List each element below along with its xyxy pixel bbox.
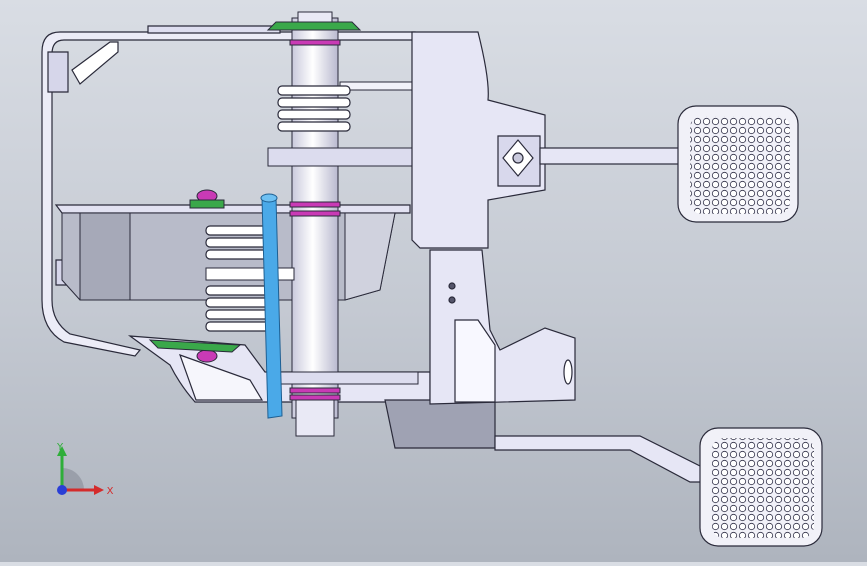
clutch-pedal-arm xyxy=(539,147,681,165)
bolts xyxy=(148,189,242,363)
brake-pedal-arm xyxy=(494,435,709,483)
clutch-pedal-pad xyxy=(677,105,799,223)
x-arrow-icon xyxy=(94,485,104,495)
pivot-plate xyxy=(411,31,576,405)
brake-pedal-pad xyxy=(699,427,823,547)
spring-upper xyxy=(277,85,351,132)
y-axis-label: Y xyxy=(56,442,64,453)
triad-plane xyxy=(62,468,84,490)
coordinate-triad: Y X xyxy=(56,442,114,497)
y-arrow-icon xyxy=(57,446,67,456)
x-axis-label: X xyxy=(107,486,114,497)
z-axis-icon xyxy=(57,485,67,495)
link-rod xyxy=(260,193,283,419)
spring-lower xyxy=(205,225,271,332)
